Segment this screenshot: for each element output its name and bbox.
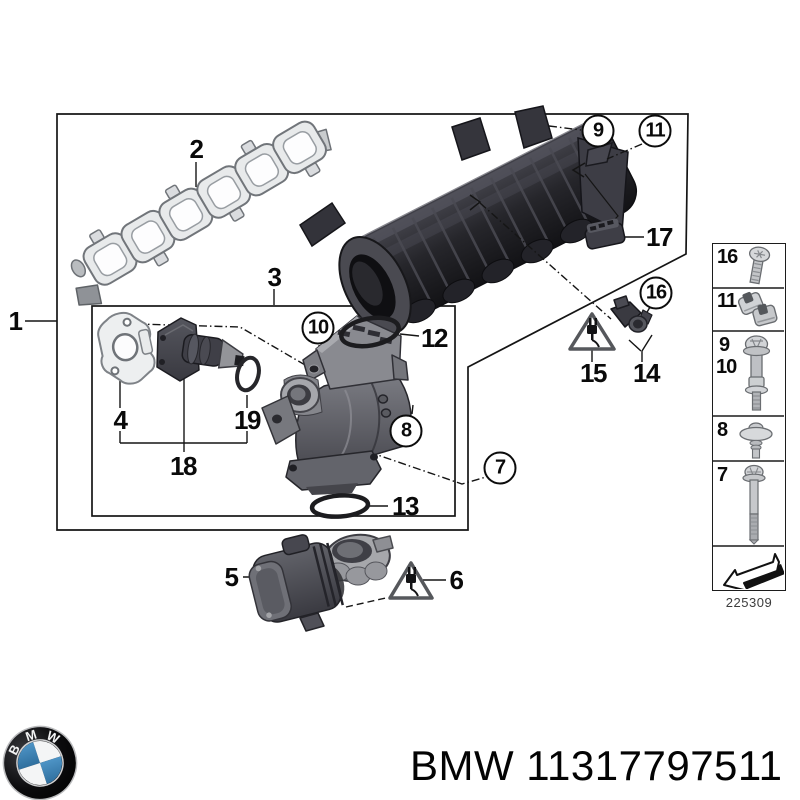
callout-11-circled: 11	[638, 114, 672, 148]
callout-10-circled: 10	[301, 311, 335, 345]
manifold-mount-arm	[514, 105, 553, 149]
elbow-bottom-flange	[285, 450, 382, 491]
intake-manifold-diagram	[25, 105, 689, 632]
assembly-group-box	[56, 113, 689, 531]
legend-num-7: 7	[717, 464, 728, 486]
legend-num-8: 8	[717, 419, 728, 441]
electrical-hazard-plug-icon	[388, 561, 434, 600]
egr-valve-drawing	[156, 317, 245, 382]
svg-text:M: M	[24, 727, 39, 745]
diagram-code: 225309	[725, 595, 773, 610]
callout-14: 14	[633, 358, 660, 388]
o-ring-13-drawing	[309, 493, 371, 519]
torx-screw-icon	[749, 246, 771, 285]
callout-13: 13	[392, 491, 419, 521]
manifold-mount-arm	[299, 201, 347, 248]
bmw-logo: B M W	[2, 725, 78, 800]
callout-1: 1	[8, 306, 23, 336]
intake-manifold-drawing	[299, 105, 638, 335]
back-arrow-icon	[723, 553, 784, 589]
throttle-body-drawing	[248, 533, 394, 632]
callout-9-circled: 9	[581, 114, 615, 148]
callout-6: 6	[449, 565, 464, 595]
part-number-text: BMW 11317797511	[410, 742, 783, 789]
fastener-legend-icons	[713, 246, 784, 589]
legend-num-11: 11	[717, 290, 737, 312]
manifold-mount-arm	[451, 117, 491, 161]
callout-5: 5	[224, 562, 239, 592]
callout-18: 18	[170, 451, 197, 481]
callout-17: 17	[646, 222, 673, 252]
legend-num-9: 9	[719, 334, 730, 356]
callout-4: 4	[113, 405, 128, 435]
callout-3: 3	[267, 262, 282, 292]
washer-screw-icon	[739, 422, 773, 459]
bmw-roundel-quadrants	[18, 741, 62, 785]
electrical-hazard-plug-icon	[568, 312, 616, 351]
manifold-gasket-drawing	[70, 120, 332, 306]
fastener-legend-panel: 16 11 9 10 8 7	[712, 243, 786, 591]
intake-elbow-drawing	[261, 315, 412, 495]
map-sensor-drawing	[610, 295, 653, 333]
callout-2: 2	[189, 134, 204, 164]
callout-7-circled: 7	[483, 451, 517, 485]
egr-gasket-drawing	[97, 311, 156, 385]
long-hex-bolt-icon	[742, 464, 766, 545]
o-ring-19-drawing	[235, 355, 261, 393]
callout-12: 12	[421, 323, 448, 353]
callout-8-circled: 8	[389, 414, 423, 448]
flange-bolt-with-sleeve-icon	[742, 335, 771, 411]
leader-lines	[25, 125, 653, 608]
connector-cap-drawing	[584, 218, 626, 250]
legend-num-16: 16	[717, 246, 738, 268]
callout-15: 15	[580, 358, 607, 388]
subassembly-group-box	[91, 305, 456, 517]
o-ring-12-drawing	[339, 315, 401, 349]
callout-16-circled: 16	[639, 276, 673, 310]
callout-19: 19	[234, 405, 261, 435]
legend-num-10: 10	[716, 356, 737, 378]
clip-nut-icon	[737, 291, 778, 327]
